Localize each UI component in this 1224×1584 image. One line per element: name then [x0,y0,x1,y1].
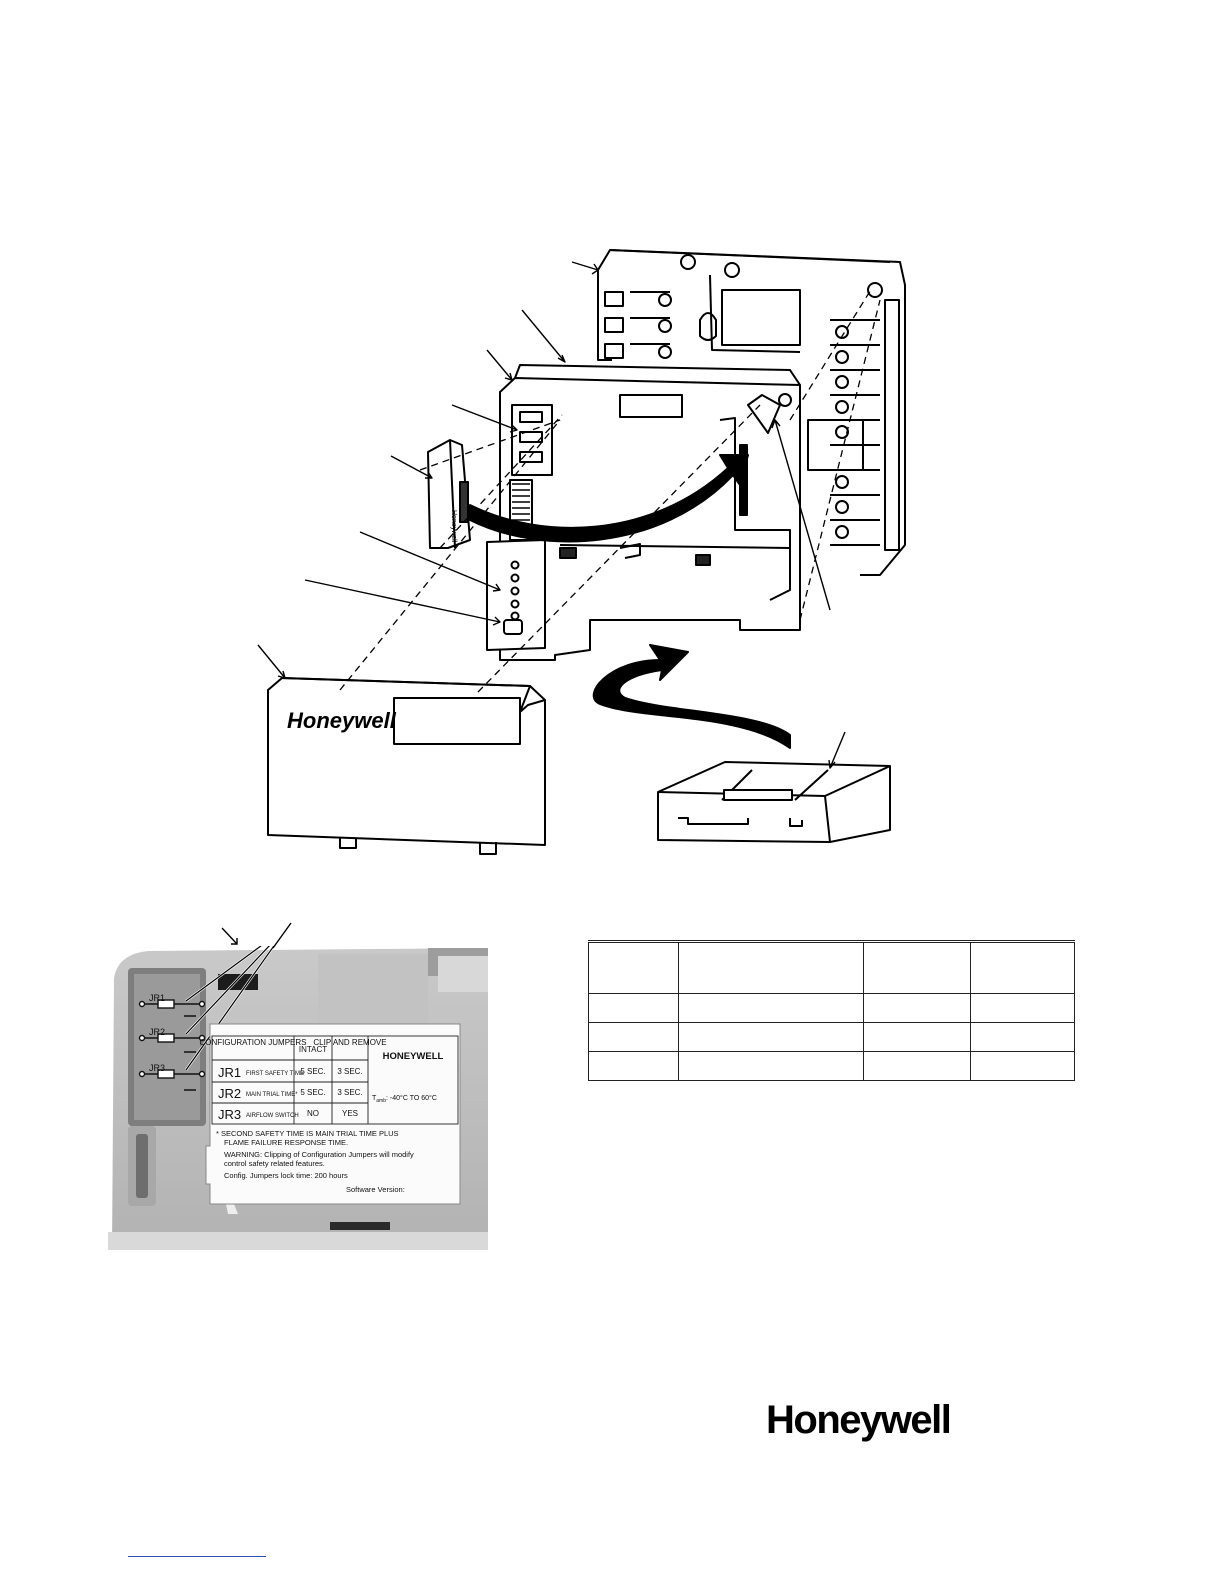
row3-intact: NO [307,1109,319,1118]
row2-intact: 5 SEC. [300,1088,325,1097]
jr3-photo-label: JR3 [149,1063,165,1073]
table-cell [678,1022,864,1052]
table-row [588,993,1075,1023]
footer-link-underline[interactable] [128,1556,266,1557]
table-cell [588,1051,679,1081]
table-cell [588,993,679,1023]
table-row [588,1051,1075,1081]
empty-specification-table [588,940,1075,1081]
row3-jumper: JR3 [218,1107,241,1122]
row2-jumper: JR2 [218,1086,241,1101]
table-cell [970,941,1075,994]
note-line-6: Software Version: [346,1185,405,1194]
module-brand-text: Honeywell [450,510,457,543]
reset-button [503,619,523,635]
note-line-1: * SECOND SAFETY TIME IS MAIN TRIAL TIME … [216,1129,399,1138]
table-cell [863,941,971,994]
table-cell [863,1051,971,1081]
exploded-view-diagram: Honeywell Honeywell [257,249,906,855]
row1-desc: FIRST SAFETY TIME [246,1071,304,1077]
led-panel [486,539,546,651]
table-row [588,1022,1075,1052]
hdr-honeywell: HONEYWELL [383,1051,444,1062]
table-cell [678,941,864,994]
table-cell [678,993,864,1023]
row3-desc: AIRFLOW SWITCH [246,1113,299,1119]
subbase-left-terminals [604,291,672,359]
footer-honeywell-logo: Honeywell [766,1398,952,1442]
note-line-2: FLAME FAILURE RESPONSE TIME. [224,1138,348,1147]
cover-brand-text: Honeywell [287,708,397,733]
jumper-wires [138,999,206,1091]
table-cell [970,993,1075,1023]
table-cell [863,1022,971,1052]
subbase-right-terminals [830,299,900,551]
note-line-4: control safety related features. [224,1159,325,1168]
row1-intact: 5 SEC. [300,1067,325,1076]
front-cover [267,677,546,855]
table-cell [970,1051,1075,1081]
jumper-label-photo: JR1 JR2 JR3 CONFIGURATION JUMPERS INTACT… [108,946,488,1250]
note-line-3: WARNING: Clipping of Configuration Jumpe… [224,1150,414,1159]
table-cell [678,1051,864,1081]
plug-in-card [657,761,891,843]
insertion-arrow-lower [592,644,791,749]
row1-jumper: JR1 [218,1065,241,1080]
row1-clip: 3 SEC. [337,1067,362,1076]
hdr-clip: CLIP AND REMOVE [313,1038,386,1047]
assembly-dashed-lines [339,287,881,693]
row2-desc: MAIN TRIAL TIME* [246,1092,298,1098]
control-chassis [486,364,801,661]
table-cell [970,1022,1075,1052]
table-header-row [588,941,1075,994]
photo-callout-arrow [221,922,292,949]
hdr-config: CONFIGURATION JUMPERS [200,1038,307,1047]
table-cell [588,941,679,994]
callout-leader-lines [257,261,846,769]
jr2-photo-label: JR2 [149,1027,165,1037]
row2-clip: 3 SEC. [337,1088,362,1097]
display-module [427,439,471,549]
table-cell [863,993,971,1023]
table-cell [588,1022,679,1052]
jr1-photo-label: JR1 [149,993,165,1003]
row3-clip: YES [342,1109,358,1118]
note-line-5: Config. Jumpers lock time: 200 hours [224,1171,348,1180]
tamb-text: Tamb: -40°C TO 60°C [372,1094,437,1104]
hdr-intact: INTACT [299,1045,327,1054]
